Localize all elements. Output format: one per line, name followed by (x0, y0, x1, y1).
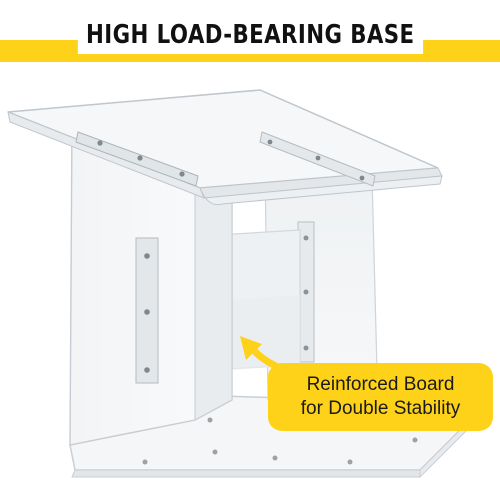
callout-line-2: for Double Stability (300, 398, 461, 419)
banner-title: HIGH LOAD-BEARING BASE (77, 16, 423, 54)
callout-line-1: Reinforced Board (306, 374, 455, 395)
sloped-top (7, 89, 443, 206)
header-banner: HIGH LOAD-BEARING BASE (0, 0, 500, 72)
callout-badge: Reinforced Board for Double Stability (268, 363, 493, 431)
acrylic-lectern-illustration (7, 89, 487, 479)
front-side-panel (69, 118, 233, 446)
